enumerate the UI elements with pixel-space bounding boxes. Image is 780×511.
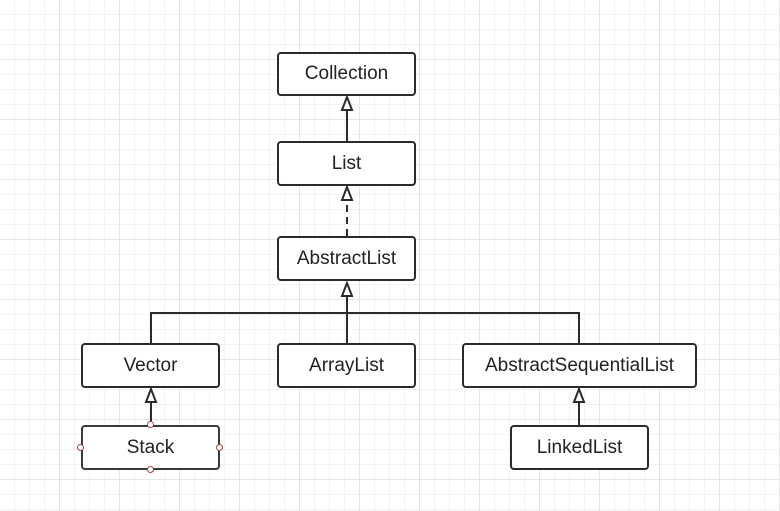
node-label: Vector [123, 354, 178, 376]
resize-handle-right[interactable] [216, 444, 223, 451]
node-list[interactable]: List [277, 141, 416, 186]
node-label: List [331, 152, 362, 174]
resize-handle-top[interactable] [147, 421, 154, 428]
resize-handle-left[interactable] [77, 444, 84, 451]
node-label: AbstractList [296, 247, 397, 269]
resize-handle-bottom[interactable] [147, 466, 154, 473]
node-label: AbstractSequentialList [484, 354, 675, 376]
node-linked-list[interactable]: LinkedList [510, 425, 649, 470]
arrowhead-vector [144, 386, 158, 403]
node-label: Collection [304, 63, 389, 84]
arrowhead-abstractsequentiallist [572, 386, 586, 403]
node-label: LinkedList [536, 436, 623, 458]
node-abstract-sequential-list[interactable]: AbstractSequentialList [462, 343, 697, 388]
arrowhead-collection [340, 94, 354, 111]
node-label: Stack [126, 436, 175, 458]
node-vector[interactable]: Vector [81, 343, 220, 388]
node-abstract-list[interactable]: AbstractList [277, 236, 416, 281]
node-stack[interactable]: Stack [81, 425, 220, 470]
node-array-list[interactable]: ArrayList [277, 343, 416, 388]
arrowhead-abstractlist [340, 280, 354, 297]
node-collection[interactable]: Collection [277, 52, 416, 96]
node-label: ArrayList [309, 354, 384, 376]
arrowhead-list [340, 184, 354, 201]
